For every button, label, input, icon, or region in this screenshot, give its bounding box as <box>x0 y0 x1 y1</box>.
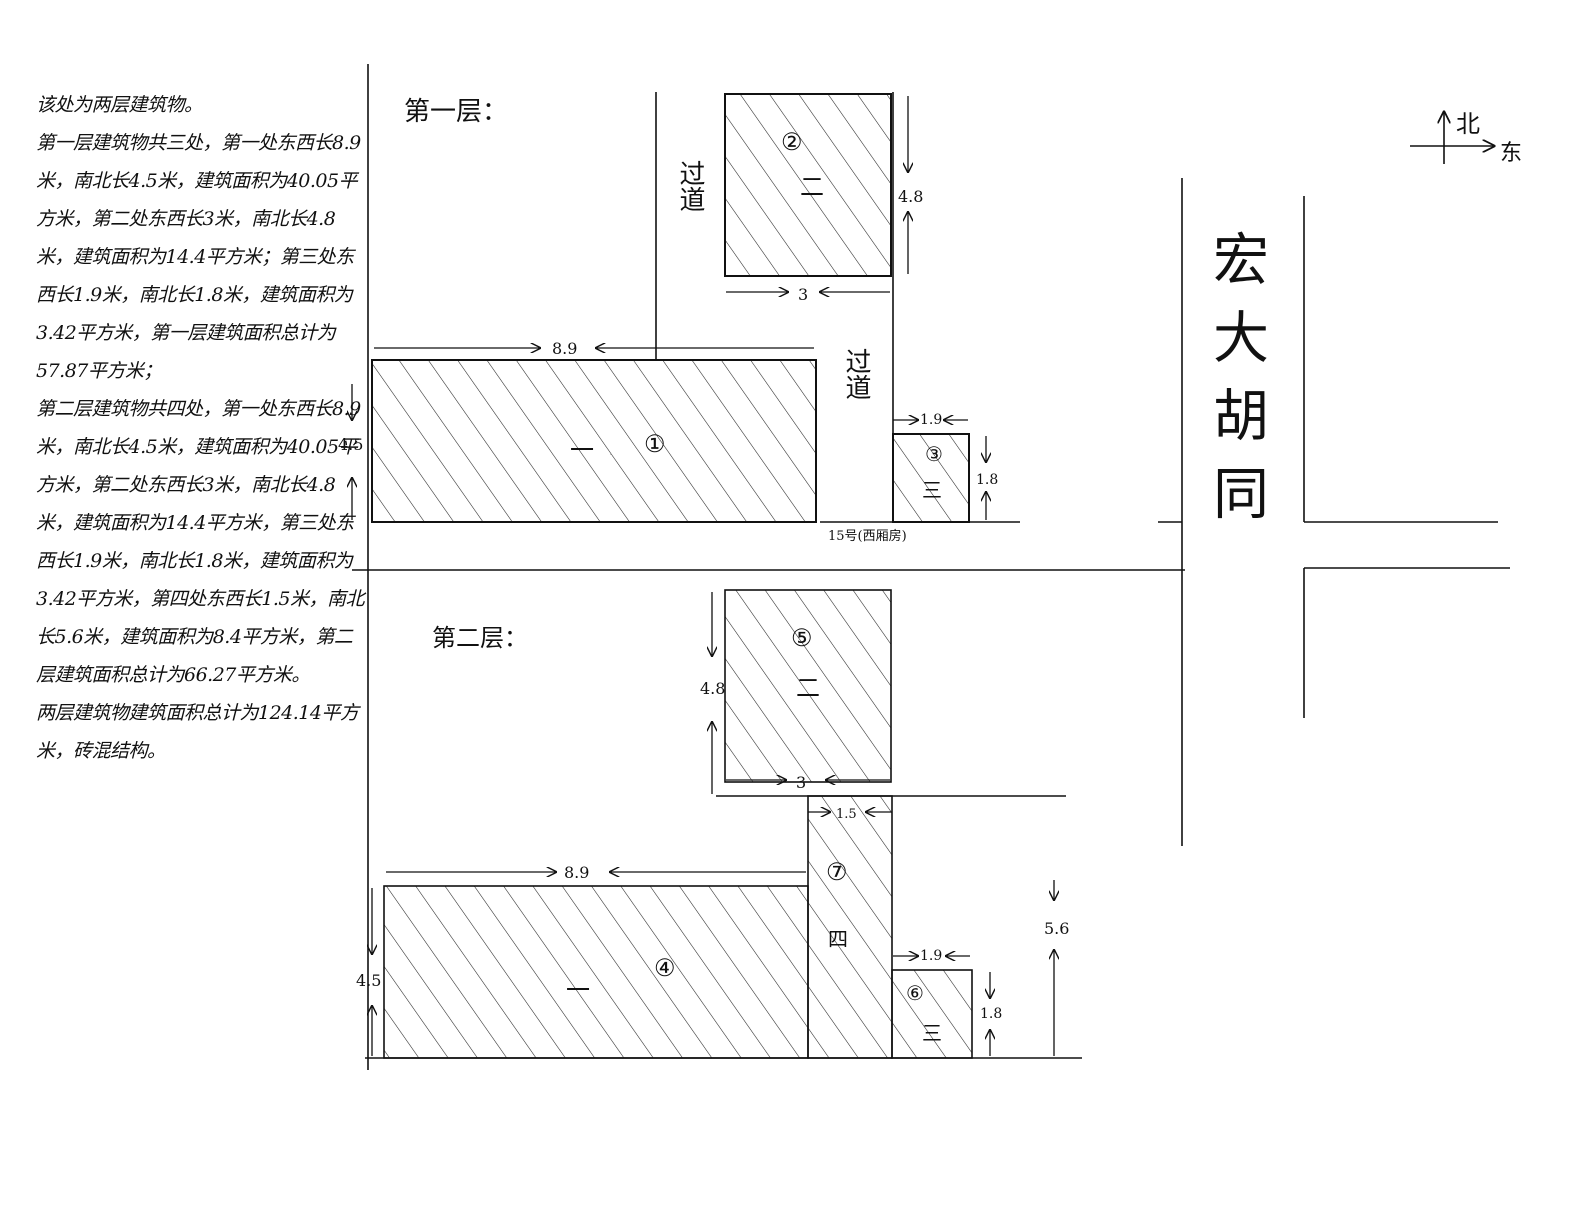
building-1-number: ① <box>644 430 666 458</box>
description-total: 两层建筑物建筑面积总计为124.14平方米，砖混结构。 <box>36 702 359 762</box>
building-3-mark: 三 <box>922 478 942 502</box>
building-2-mark: 二 <box>800 173 824 201</box>
road-name: 宏大胡同 <box>1204 230 1269 542</box>
dim-b5-ns-label: 4.8 <box>700 679 725 698</box>
building-2-number: ② <box>781 128 803 156</box>
building-5-mark: 二 <box>796 674 820 702</box>
dim-b7-ns-label: 5.6 <box>1044 919 1069 938</box>
dim-b1-ew-label: 8.9 <box>552 339 577 358</box>
dim-b2-ns-label: 4.8 <box>898 187 923 206</box>
building-6 <box>891 969 973 1059</box>
floor1-title: 第一层： <box>404 97 508 127</box>
dim-b2-ew-label: 3 <box>798 285 808 304</box>
dim-b4-ns-label: 4.5 <box>356 971 381 990</box>
building-1 <box>371 359 817 523</box>
building-3-number: ③ <box>925 442 943 466</box>
building-3 <box>892 433 970 523</box>
compass: 北 东 <box>1410 110 1522 166</box>
compass-north-label: 北 <box>1456 110 1480 138</box>
dim-b4-ew-label: 8.9 <box>564 863 589 882</box>
building-1-mark: 一 <box>570 436 594 464</box>
building-6-mark: 三 <box>922 1021 942 1045</box>
dim-b7-ew-label: 1.5 <box>836 807 857 822</box>
floor2-title: 第二层： <box>432 624 528 652</box>
dim-b5-ew-label: 3 <box>796 773 806 792</box>
building-6-number: ⑥ <box>906 981 924 1005</box>
building-5-number: ⑤ <box>791 624 813 652</box>
building-5 <box>724 589 892 783</box>
building-7-number: ⑦ <box>826 858 848 886</box>
building-4-number: ④ <box>654 954 676 982</box>
building-4-mark: 一 <box>566 976 590 1004</box>
dim-b3-ew-label: 1.9 <box>920 412 942 428</box>
description-floor1: 第一层建筑物共三处，第一处东西长8.9米，南北长4.5米，建筑面积为40.05平… <box>36 132 361 382</box>
dim-b6-ew-label: 1.9 <box>920 948 942 964</box>
description-floor2: 第二层建筑物共四处，第一处东西长8.9米，南北长4.5米，建筑面积为40.05平… <box>36 398 365 686</box>
passage-label-top: 过道 <box>675 160 705 212</box>
description-text: 该处为两层建筑物。 第一层建筑物共三处，第一处东西长8.9米，南北长4.5米，建… <box>36 86 366 770</box>
description-line-1: 该处为两层建筑物。 <box>36 94 203 116</box>
dim-b6-ns-label: 1.8 <box>980 1006 1002 1022</box>
house-number-label: 15号(西厢房) <box>828 528 907 544</box>
building-2 <box>724 93 892 277</box>
dim-b3-ns-label: 1.8 <box>976 472 998 488</box>
building-7 <box>807 795 893 1059</box>
building-7-mark: 四 <box>828 927 848 951</box>
building-4 <box>383 885 809 1059</box>
dim-b1-ns-label: 4.5 <box>338 435 363 454</box>
passage-label-mid: 过道 <box>841 348 871 400</box>
compass-east-label: 东 <box>1500 141 1522 166</box>
